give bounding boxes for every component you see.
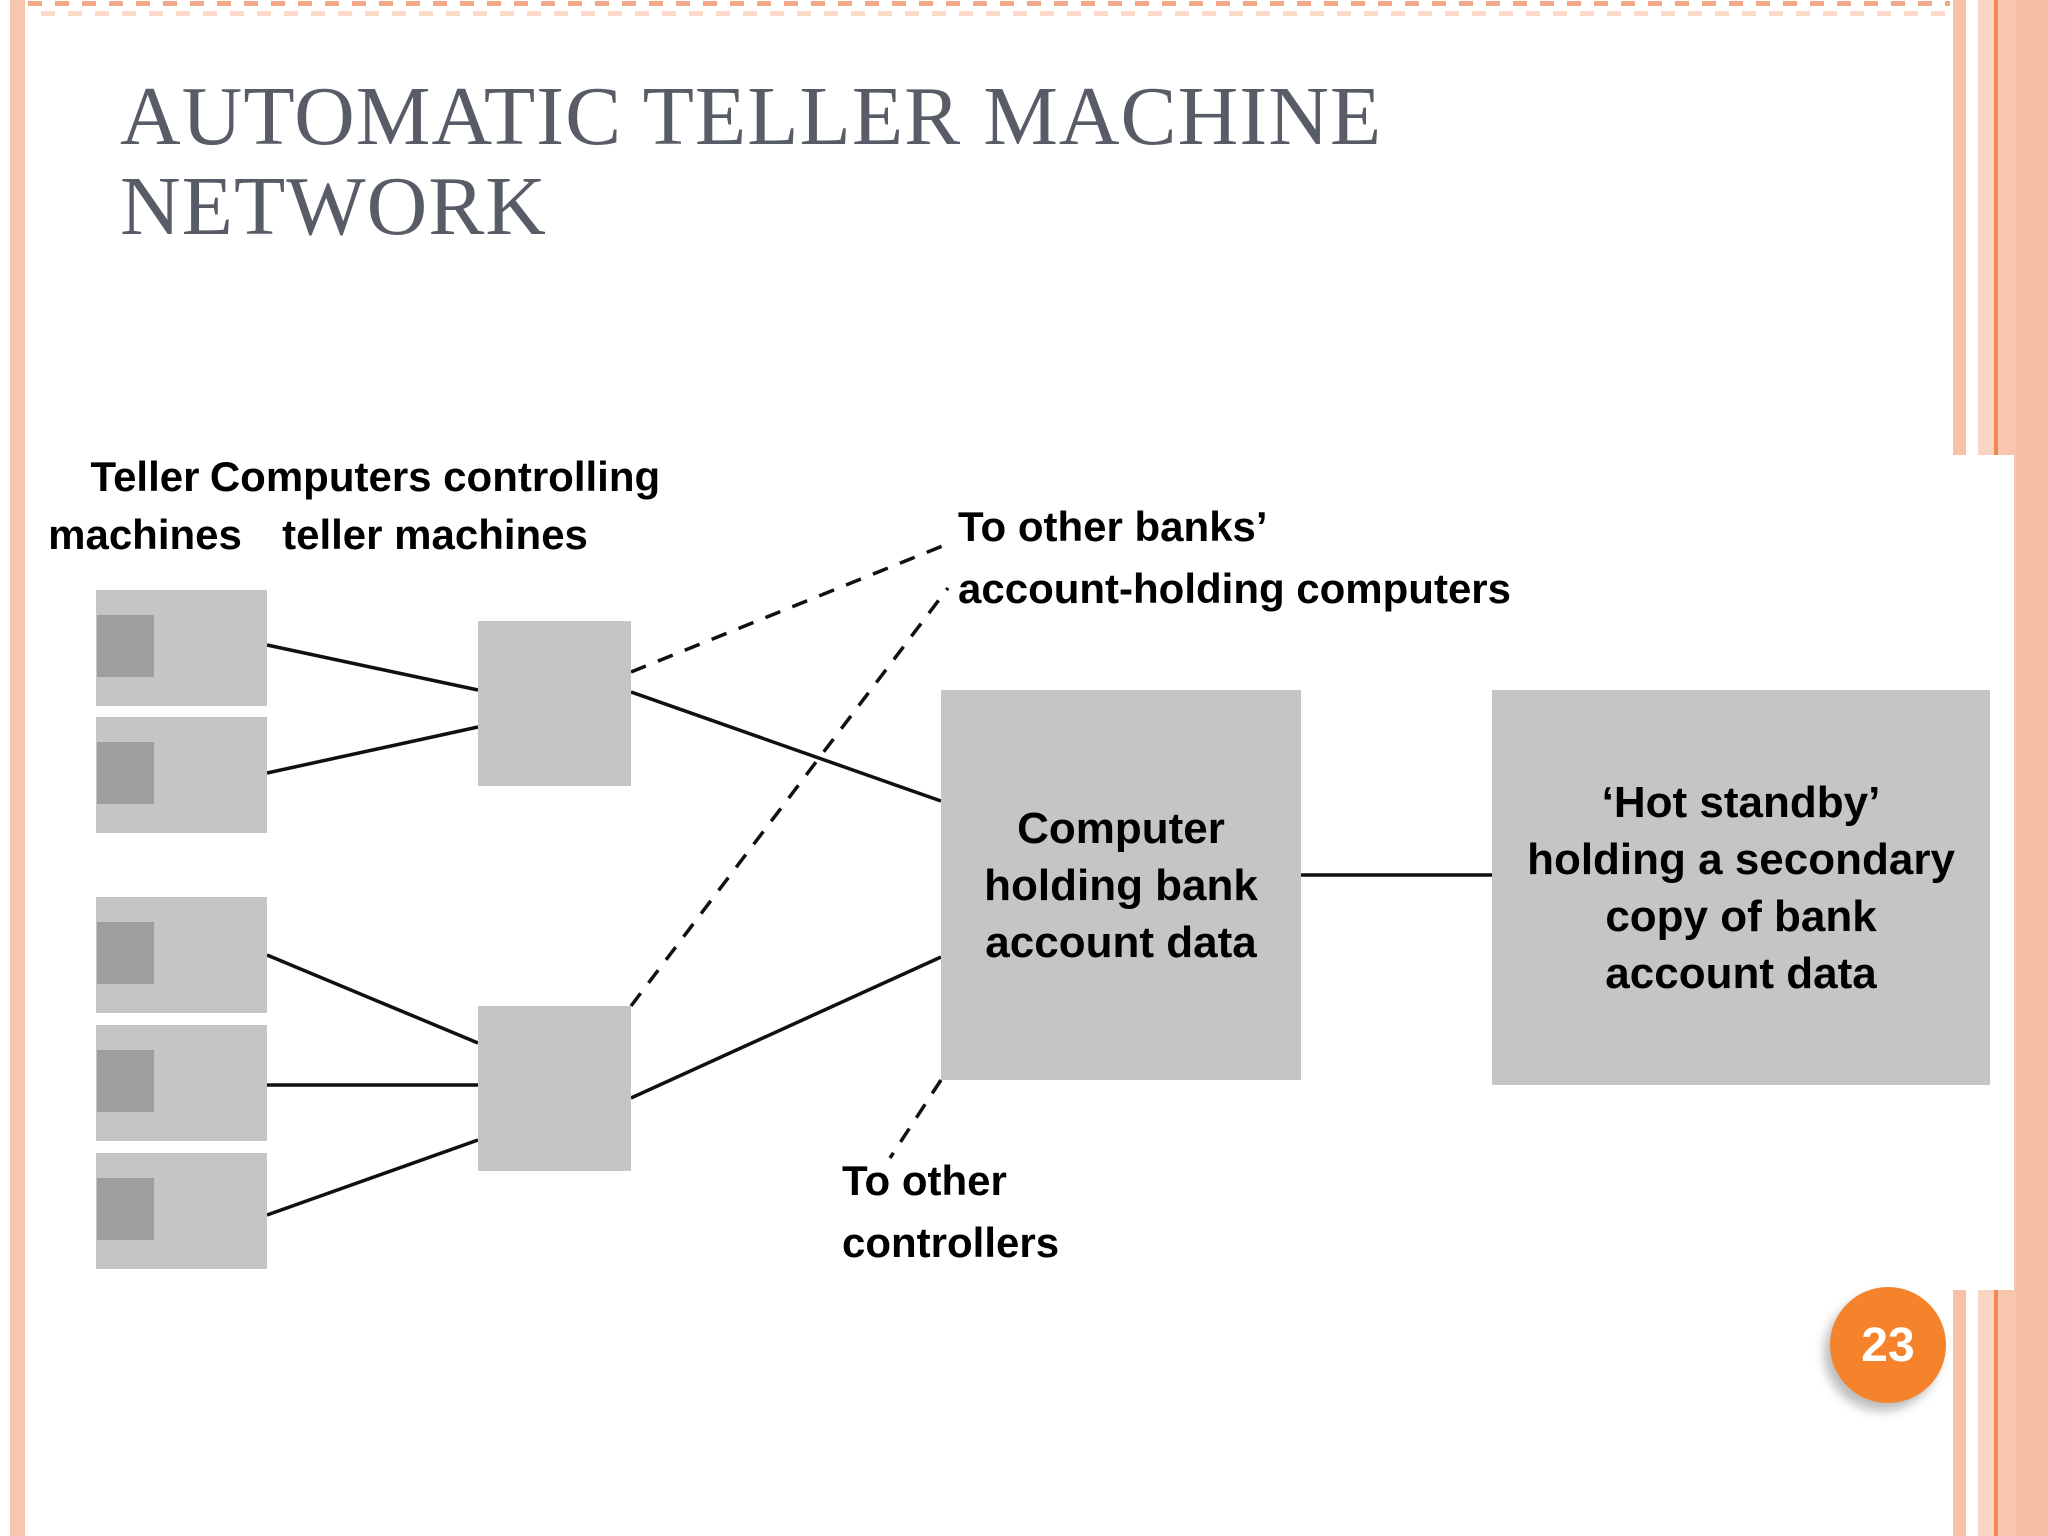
teller-machine-box-4	[96, 1025, 267, 1141]
teller-machine-screen	[97, 1178, 154, 1240]
dashed-line-controller2-other-banks	[629, 586, 950, 1008]
line-controller2-main-computer	[630, 955, 942, 1100]
teller-machine-screen	[97, 1050, 154, 1112]
line-teller1-controller1	[266, 643, 479, 692]
teller-machine-screen	[97, 742, 154, 804]
teller-machine-box-5	[96, 1153, 267, 1269]
line-teller2-controller1	[266, 725, 479, 775]
label-other-controllers: To other controllers	[842, 1157, 1060, 1266]
top-border-dash-pattern	[28, 1, 1950, 18]
right-stripe-4	[2016, 0, 2048, 1536]
page-title-line1: AUTOMATIC TELLER MACHINE	[120, 70, 1383, 163]
line-teller3-controller2	[266, 953, 479, 1045]
page-title-line2: NETWORK	[120, 160, 547, 253]
dashed-line-main-computer-other-controllers	[888, 1079, 943, 1159]
teller-machine-box-2	[96, 717, 267, 833]
left-border-stripe	[10, 0, 25, 1536]
label-teller-machines: Teller machines	[48, 453, 242, 558]
page-title: AUTOMATIC TELLER MACHINE NETWORK	[120, 72, 1680, 252]
hot-standby-box: ‘Hot standby’ holding a secondary copy o…	[1492, 690, 1990, 1085]
teller-machine-screen	[97, 922, 154, 984]
label-other-banks: To other banks’ account-holding computer…	[958, 503, 1512, 612]
teller-machine-box-1	[96, 590, 267, 706]
main-computer-box: Computer holding bank account data	[941, 690, 1301, 1080]
page-number-badge: 23	[1830, 1287, 1946, 1403]
controller-box-1	[478, 621, 631, 786]
controller-box-2	[478, 1006, 631, 1171]
line-controller1-main-computer	[630, 690, 942, 803]
line-teller5-controller2	[266, 1138, 479, 1217]
label-computers-controlling: Computers controlling teller machines	[209, 453, 661, 558]
teller-machine-screen	[97, 615, 154, 677]
teller-machine-box-3	[96, 897, 267, 1013]
page-number: 23	[1861, 1318, 1915, 1372]
